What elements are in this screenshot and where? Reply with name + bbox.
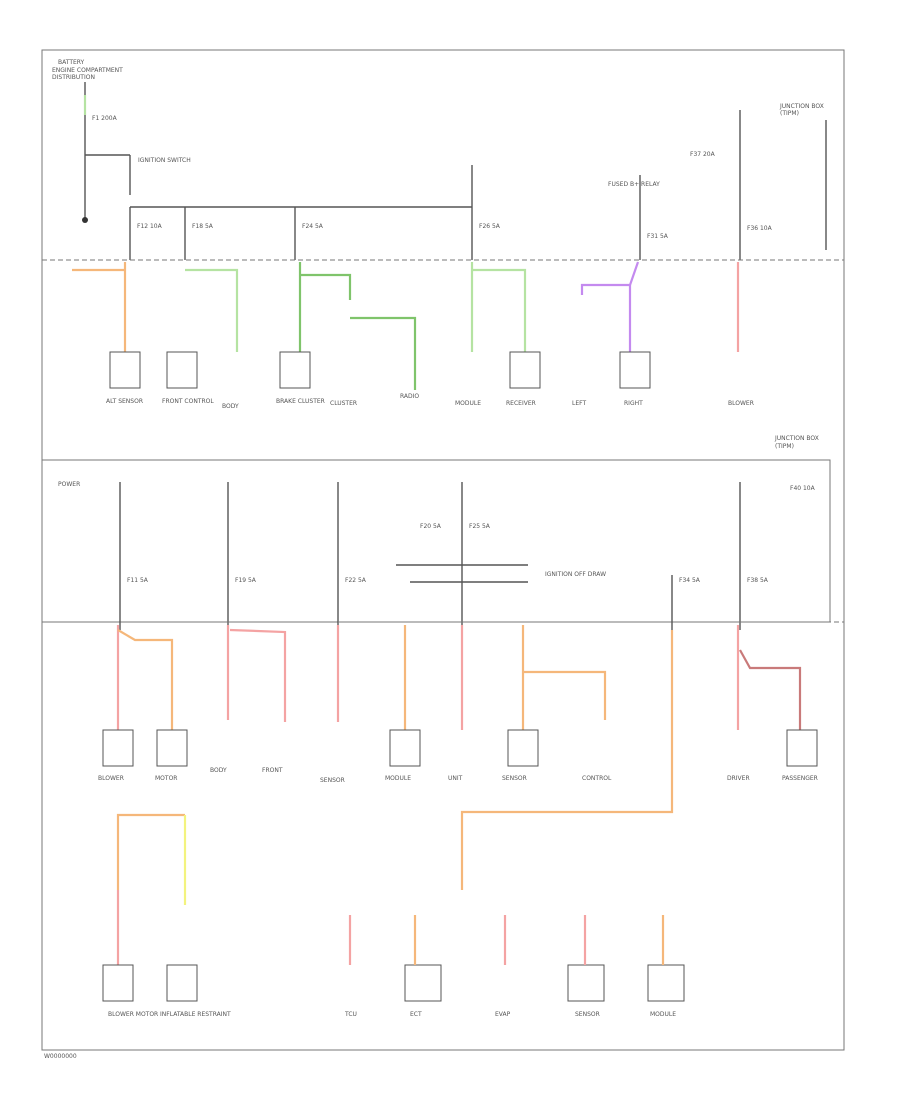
svg-text:SENSOR: SENSOR: [502, 775, 527, 782]
bottom-label-3: ECT: [410, 1011, 422, 1018]
svg-text:FRONT: FRONT: [262, 767, 283, 774]
svg-text:DRIVER: DRIVER: [727, 775, 750, 782]
mid-left-label: POWER: [58, 481, 80, 488]
svg-text:MODULE: MODULE: [385, 775, 411, 782]
svg-text:IGNITION OFF DRAW: IGNITION OFF DRAW: [545, 571, 606, 578]
relay-label-2: F37 20A: [690, 151, 716, 158]
svg-text:F31 5A: F31 5A: [647, 233, 669, 240]
svg-text:RADIO: RADIO: [400, 393, 419, 400]
wire-orange-7: [116, 813, 185, 890]
svg-text:F34 5A: F34 5A: [679, 577, 701, 584]
top-left-label-2: ENGINE COMPARTMENT: [52, 67, 123, 74]
bottom-label-4: EVAP: [495, 1011, 511, 1018]
svg-text:BODY: BODY: [222, 403, 239, 410]
mid-right-label: JUNCTION BOX: [774, 435, 819, 442]
top-fuse-row: F12 10A F18 5A F24 5A F26 5A F31 5A F36 …: [129, 110, 773, 260]
wire-orange-2: [117, 629, 174, 730]
svg-text:F11 5A: F11 5A: [127, 577, 149, 584]
ground-node: [82, 217, 88, 223]
svg-text:MODULE: MODULE: [455, 400, 481, 407]
svg-text:CLUSTER: CLUSTER: [330, 400, 357, 407]
wire-orange-6: [460, 630, 674, 890]
ignition-switch-label: IGNITION SWITCH: [138, 157, 191, 164]
svg-text:BRAKE CLUSTER: BRAKE CLUSTER: [276, 398, 325, 405]
svg-text:BLOWER: BLOWER: [98, 775, 124, 782]
svg-text:F25 5A: F25 5A: [469, 523, 491, 530]
svg-text:RIGHT: RIGHT: [624, 400, 643, 407]
svg-text:BODY: BODY: [210, 767, 227, 774]
wire-green-1: [185, 268, 239, 352]
svg-text:F12 10A: F12 10A: [137, 223, 163, 230]
svg-text:ALT SENSOR: ALT SENSOR: [106, 398, 143, 405]
top-left-label: BATTERY: [58, 59, 85, 66]
svg-text:UNIT: UNIT: [448, 775, 463, 782]
bottom-label-5: SENSOR: [575, 1011, 600, 1018]
bottom-label-0: BLOWER MOTOR: [108, 1011, 158, 1018]
bottom-components: [102, 915, 685, 1002]
mid-right-label-2: (TIPM): [775, 443, 794, 450]
svg-text:RECEIVER: RECEIVER: [506, 400, 536, 407]
svg-text:F36 10A: F36 10A: [747, 225, 773, 232]
wire-orange-5: [523, 670, 607, 720]
top-right-label-2: (TIPM): [780, 110, 799, 117]
svg-text:F38 5A: F38 5A: [747, 577, 769, 584]
wire-green-3: [472, 268, 527, 352]
wire-purple-1: [580, 261, 640, 295]
diagram-border: [41, 49, 845, 1051]
svg-text:F26 5A: F26 5A: [479, 223, 501, 230]
bottom-label-1: INFLATABLE RESTRAINT: [160, 1011, 231, 1018]
footer-code: W0000000: [44, 1053, 77, 1060]
relay-label: FUSED B+ RELAY: [608, 181, 660, 188]
svg-text:MOTOR: MOTOR: [155, 775, 177, 782]
svg-text:PASSENGER: PASSENGER: [782, 775, 818, 782]
row1-components: ALT SENSOR FRONT CONTROL BODY BRAKE CLUS…: [106, 351, 754, 410]
svg-text:F22 5A: F22 5A: [345, 577, 367, 584]
top-left-label-3: DISTRIBUTION: [52, 74, 95, 81]
svg-text:FRONT CONTROL: FRONT CONTROL: [162, 398, 214, 405]
wire-darkgreen-2: [300, 273, 352, 300]
junction-box-frame: [41, 459, 831, 623]
wire-darkgreen-3: [350, 316, 417, 390]
svg-text:LEFT: LEFT: [572, 400, 586, 407]
bottom-label-2: TCU: [344, 1011, 357, 1018]
svg-text:F18 5A: F18 5A: [192, 223, 214, 230]
svg-text:F40 10A: F40 10A: [790, 485, 816, 492]
row2-components: BLOWER MOTOR BODY FRONT SENSOR MODULE UN…: [98, 729, 818, 784]
fuse-main-label: F1 200A: [92, 115, 118, 122]
wire-darkpink-1: [739, 649, 802, 730]
svg-text:CONTROL: CONTROL: [582, 775, 612, 782]
svg-text:F20 5A: F20 5A: [420, 523, 442, 530]
mid-risers: F11 5A F19 5A F22 5A F25 5A F20 5A IGNIT…: [119, 482, 816, 630]
svg-text:BLOWER: BLOWER: [728, 400, 754, 407]
svg-text:SENSOR: SENSOR: [320, 777, 345, 784]
top-right-label: JUNCTION BOX: [779, 103, 824, 110]
svg-text:F24 5A: F24 5A: [302, 223, 324, 230]
bottom-label-6: MODULE: [650, 1011, 676, 1018]
wire-pink-4: [229, 628, 287, 722]
svg-text:F19 5A: F19 5A: [235, 577, 257, 584]
